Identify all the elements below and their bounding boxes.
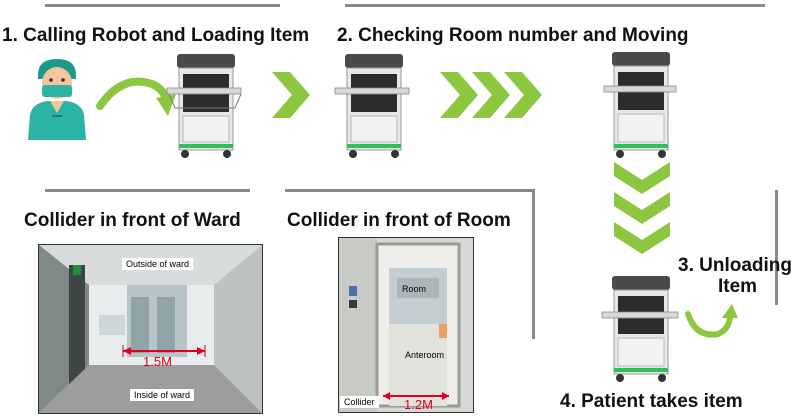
ward-corridor-illustration (39, 245, 262, 413)
divider-mid-right (285, 189, 535, 192)
anteroom-label: Anteroom (405, 350, 445, 360)
divider-top-left (45, 4, 280, 7)
room-section-title: Collider in front of Room (287, 210, 511, 231)
divider-right-vertical (775, 190, 778, 305)
robot-3-icon (603, 52, 677, 158)
room-doorway-illustration (339, 238, 473, 412)
ward-dimension-label: 1.5M (143, 354, 172, 369)
robot-1-icon (166, 54, 242, 158)
room-dimension-label: 1.2M (404, 397, 433, 412)
ward-photo (38, 244, 263, 414)
divider-top-right (345, 4, 765, 7)
divider-mid-left (45, 189, 250, 192)
ward-section-title: Collider in front of Ward (24, 210, 241, 231)
step-4-title: 4. Patient takes item (560, 391, 743, 412)
nurse-icon (28, 59, 86, 140)
triple-chevron-down-icon (614, 162, 670, 254)
outside-ward-label: Outside of ward (122, 258, 194, 270)
step-1-title: 1. Calling Robot and Loading Item (2, 25, 310, 46)
room-label: Room (402, 284, 427, 294)
inside-ward-label: Inside of ward (130, 389, 195, 401)
triple-chevron-right-icon (440, 72, 542, 118)
chevron-right-icon (272, 72, 310, 118)
step-3-title-line2: Item (718, 276, 758, 297)
step-2-title: 2. Checking Room number and Moving (337, 25, 689, 46)
robot-2-icon (334, 54, 410, 158)
robot-4-icon (601, 276, 679, 382)
room-photo (338, 237, 474, 413)
divider-mid-vertical (532, 189, 535, 339)
collider-label: Collider (340, 396, 379, 408)
step-3-title-line1: 3. Unloading (678, 255, 792, 276)
curved-up-arrow-icon (685, 304, 738, 338)
